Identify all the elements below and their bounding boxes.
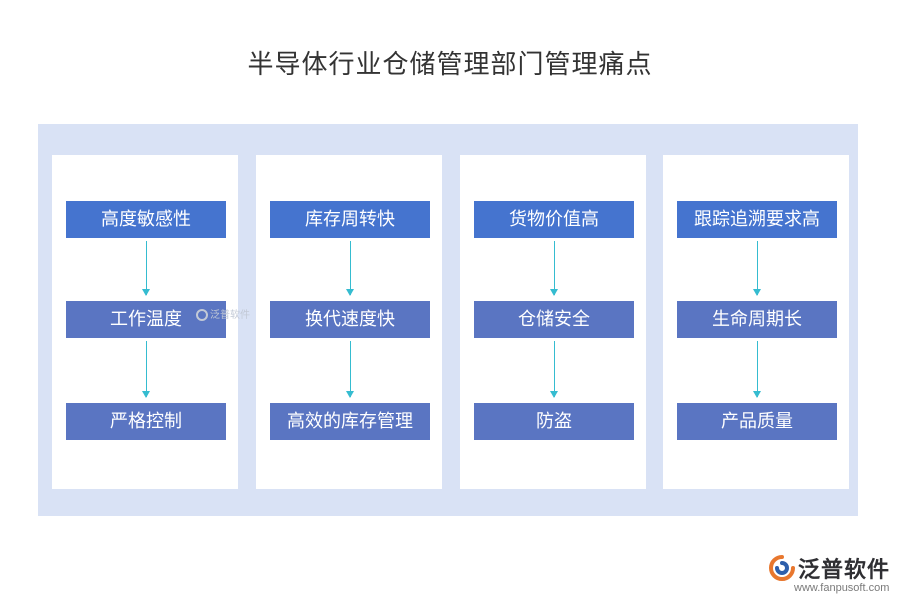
down-arrow <box>550 241 558 296</box>
pain-point-box: 跟踪追溯要求高 <box>677 201 837 238</box>
brand-logo: 泛普软件 www.fanpusoft.com <box>764 552 894 596</box>
down-arrow <box>346 341 354 398</box>
down-arrow <box>142 341 150 398</box>
pain-point-box: 仓储安全 <box>474 301 634 338</box>
pain-point-box: 防盗 <box>474 403 634 440</box>
pain-point-box: 高效的库存管理 <box>270 403 430 440</box>
pain-point-box: 货物价值高 <box>474 201 634 238</box>
down-arrow <box>550 341 558 398</box>
down-arrow <box>346 241 354 296</box>
watermark: 泛普软件 <box>196 306 250 321</box>
watermark-text: 泛普软件 <box>210 310 250 321</box>
pain-point-box: 换代速度快 <box>270 301 430 338</box>
down-arrow <box>753 241 761 296</box>
logo-name: 泛普软件 <box>798 558 891 583</box>
column-2: 库存周转快 换代速度快 高效的库存管理 <box>256 155 442 489</box>
pain-point-box: 产品质量 <box>677 403 837 440</box>
watermark-logo-icon <box>196 309 208 321</box>
down-arrow <box>753 341 761 398</box>
pain-point-box: 严格控制 <box>66 403 226 440</box>
pain-point-box: 生命周期长 <box>677 301 837 338</box>
pain-point-box: 高度敏感性 <box>66 201 226 238</box>
diagram-title: 半导体行业仓储管理部门管理痛点 <box>247 50 653 80</box>
down-arrow <box>142 241 150 296</box>
column-3: 货物价值高 仓储安全 防盗 <box>460 155 646 489</box>
column-4: 跟踪追溯要求高 生命周期长 产品质量 <box>663 155 849 489</box>
logo-url: www.fanpusoft.com <box>794 582 890 594</box>
pain-point-box: 库存周转快 <box>270 201 430 238</box>
fanpu-logo-icon <box>769 555 795 581</box>
column-1: 高度敏感性 工作温度 严格控制 <box>52 155 238 489</box>
